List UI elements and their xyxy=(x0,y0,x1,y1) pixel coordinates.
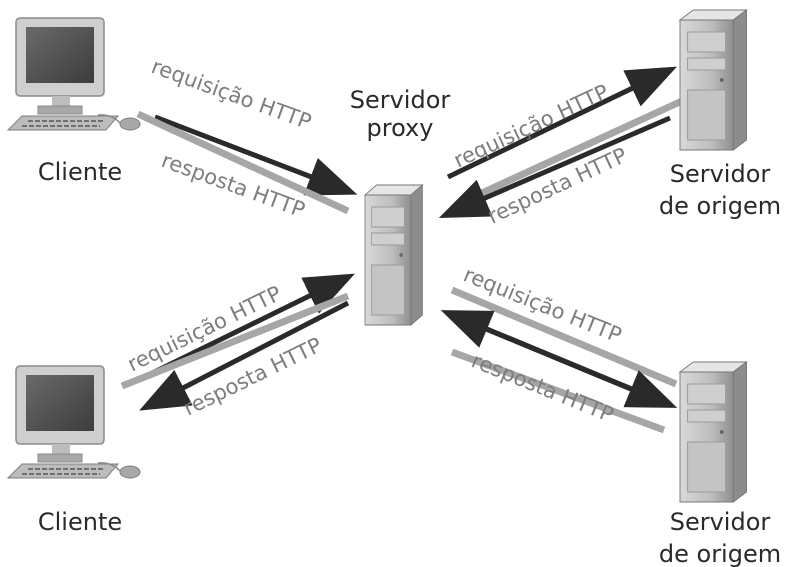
proxy-label-line1: Servidor xyxy=(350,86,451,114)
response-label-bottom-right: resposta HTTP xyxy=(468,348,617,427)
client-bottom-label: Cliente xyxy=(38,508,122,536)
request-arrow-top-right xyxy=(446,66,678,180)
client-top-label: Cliente xyxy=(38,158,122,186)
proxy-server-icon xyxy=(364,184,423,326)
response-arrow-top-right xyxy=(438,115,671,218)
client-bottom-computer-icon xyxy=(7,365,141,479)
origin-server-bottom-icon xyxy=(679,361,747,503)
response-arrow-bottom-right xyxy=(440,310,651,400)
response-arrow-top-left xyxy=(136,110,350,215)
response-arrow-top-right-grey xyxy=(456,96,686,208)
origin-bottom-label-line1: Servidor xyxy=(670,508,771,536)
client-top-computer-icon xyxy=(7,17,141,131)
request-arrow-bottom-right-grey xyxy=(450,286,678,388)
origin-bottom-label-line2: de origem xyxy=(659,540,781,567)
response-arrow-bottom-right-grey xyxy=(450,348,666,434)
origin-server-top-icon xyxy=(679,9,747,151)
origin-top-label-line2: de origem xyxy=(659,192,781,220)
request-arrow-top-left xyxy=(154,114,358,196)
response-arrow-bottom-left xyxy=(139,300,350,411)
proxy-label-line2: proxy xyxy=(367,114,434,142)
origin-top-label-line1: Servidor xyxy=(670,160,771,188)
